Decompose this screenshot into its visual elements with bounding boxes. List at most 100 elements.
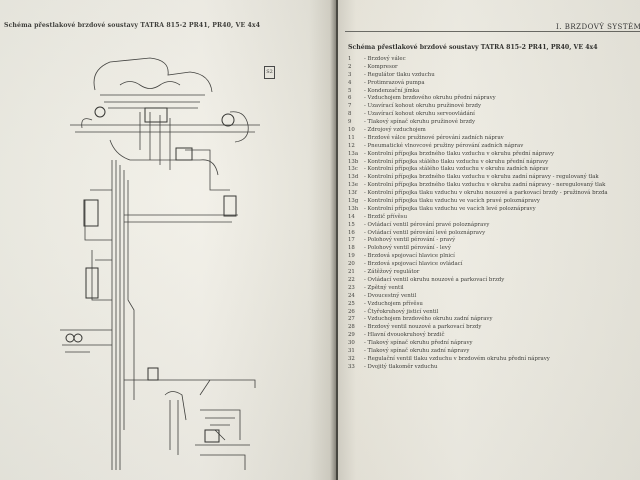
legend-item: 13b- Kontrolní přípojka stálého tlaku vz… — [348, 159, 608, 167]
legend-item-number: 5 — [348, 87, 352, 94]
valve-symbol — [223, 195, 237, 217]
legend-item: 13e - Kontrolní přípojka brzdného tlaku v… — [348, 182, 608, 190]
schematic-line — [119, 81, 181, 89]
schematic-line — [84, 189, 112, 241]
legend-item: 25- Vzduchojem přívěsu — [348, 301, 608, 309]
legend-item: 9- Tlakový spínač okruhu pružinové brzdy — [348, 119, 608, 127]
legend-item-text: - Čtyřokruhový jisticí ventil — [364, 308, 439, 315]
schematic-line — [200, 409, 241, 441]
legend-item: 7 - Uzavírací kohout okruhu pružinové brz… — [348, 103, 608, 111]
legend-item: 13f- Kontrolní přípojka tlaku vzduchu v … — [348, 190, 608, 198]
schematic-line — [70, 124, 260, 133]
legend-item-text: - Regulační ventil tlaku vzduchu v brzdo… — [364, 355, 550, 362]
valve-symbol — [144, 107, 168, 123]
legend-item-text: - Kontrolní přípojka tlaku vzduchu ve va… — [364, 198, 540, 205]
legend-item-number: 3 — [348, 71, 352, 78]
legend-item-number: 13d — [348, 174, 359, 181]
air-tank-symbol — [83, 199, 99, 227]
legend-item-number: 13e — [348, 182, 359, 189]
legend-item-text: - Zpětný ventil — [364, 284, 404, 291]
schematic-line — [139, 112, 171, 170]
legend-item-text: - Ovládací ventil pérování levé poloznáp… — [364, 229, 486, 236]
legend-item: 13c- Kontrolní přípojka stálého tlaku vz… — [348, 166, 608, 174]
legend-item: 12- Pneumatické vlnovcové pružiny pérová… — [348, 143, 608, 151]
legend-item-text: - Dvojitý tlakoměr vzduchu — [364, 363, 438, 370]
legend-item-number: 22 — [348, 276, 355, 283]
coupling-symbol — [73, 333, 83, 343]
valve-symbol — [204, 429, 220, 443]
legend-item-text: - Uzavírací kohout okruhu pružinové brzd… — [364, 103, 482, 110]
legend-item: 19 - Brzdová spojovací hlavice plnicí — [348, 253, 608, 261]
legend-item-text: - Vzduchojem brzdového okruhu přední náp… — [364, 95, 496, 102]
legend-item: 3- Regulátor tlaku vzduchu — [348, 72, 608, 80]
legend-item-text: - Brzdový válec — [364, 56, 406, 62]
legend-item-text: - Kompresor — [364, 63, 398, 70]
legend-item: 14 - Brzdič přívěsu — [348, 214, 608, 222]
schematic-line — [91, 250, 112, 301]
legend-item-number: 13a — [348, 150, 359, 157]
legend-item-number: 26 — [348, 308, 355, 315]
legend-item: 13h - Kontrolní přípojka tlaku vzduchu ve… — [348, 206, 608, 214]
legend-item: 17- Polohový ventil pérování - pravý — [348, 237, 608, 245]
legend-item-number: 13f — [348, 190, 357, 197]
legend-item-number: 21 — [348, 269, 355, 276]
legend-item: 30- Tlakový spínač okruhu přední nápravy — [348, 340, 608, 348]
legend-item-text: - Brzdová spojovací hlavice ovládací — [364, 261, 463, 268]
schematic-line — [185, 149, 230, 191]
section-rule — [345, 31, 640, 32]
legend-item-text: - Brzdové válce pružinové pérování zadní… — [364, 134, 504, 141]
legend-item-number: 14 — [348, 213, 355, 220]
legend-item-number: 31 — [348, 347, 355, 354]
right-page — [338, 0, 640, 480]
schematic-line — [111, 160, 125, 470]
legend-item-number: 9 — [348, 119, 352, 126]
legend-item-number: 8 — [348, 111, 352, 118]
legend-item-number: 13g — [348, 198, 359, 205]
schematic-line — [195, 444, 250, 470]
legend-item-number: 23 — [348, 284, 355, 291]
left-page-heading: Schéma přestlakové brzdové soustavy TATR… — [4, 22, 261, 29]
legend-item-text: - Brzdová spojovací hlavice plnicí — [364, 253, 455, 260]
brake-system-schematic — [60, 81, 260, 470]
legend-item-text: - Ovládací ventil pérování pravé polozná… — [364, 221, 490, 228]
legend-item: 23 - Zpětný ventil — [348, 285, 608, 293]
legend-item: 31- Tlakový spínač okruhu zadní nápravy — [348, 348, 608, 356]
legend-item-text: - Uzavírací kohout okruhu servoovládání — [364, 111, 475, 118]
legend-item-number: 19 — [348, 253, 355, 260]
legend-item-number: 25 — [348, 300, 355, 307]
legend-item-text: - Polohový ventil pérování - pravý — [364, 237, 456, 244]
legend-item-number: 30 — [348, 340, 355, 347]
legend-item: 13g - Kontrolní přípojka tlaku vzduchu ve… — [348, 198, 608, 206]
legend-item: 28- Brzdový ventil nouzové a parkovací b… — [348, 324, 608, 332]
gauge-symbol — [94, 106, 106, 118]
legend-item: 6- Vzduchojem brzdového okruhu přední ná… — [348, 95, 608, 103]
legend-item-text: - Ovládací ventil okruhu nouzové a parko… — [364, 276, 505, 283]
legend-item: 24- Dvoucestný ventil — [348, 293, 608, 301]
legend-item: 32 - Regulační ventil tlaku vzduchu v brz… — [348, 356, 608, 364]
legend-item-text: - Kontrolní přípojka brzdného tlaku vzdu… — [364, 182, 606, 189]
schematic-line — [60, 329, 112, 353]
legend-item-number: 24 — [348, 292, 355, 299]
legend-item-text: - Polohový ventil pérování - levý — [364, 245, 451, 252]
legend-item-number: 16 — [348, 229, 355, 236]
legend-item: 18- Polohový ventil pérování - levý — [348, 245, 608, 253]
coupling-symbol — [65, 333, 75, 343]
legend-item-number: 10 — [348, 127, 355, 134]
legend-item-number: 32 — [348, 355, 355, 362]
legend-item: 1 - Brzdový válec — [348, 56, 608, 64]
gauge-symbol — [221, 113, 235, 127]
page-marker: S2 — [264, 66, 275, 79]
legend-item: 10- Zdrojový vzduchojem — [348, 127, 608, 135]
legend-item: 20- Brzdová spojovací hlavice ovládací — [348, 261, 608, 269]
left-page: Schéma přestlakové brzdové soustavy TATR… — [0, 0, 336, 480]
legend-item: 2- Kompresor — [348, 64, 608, 72]
legend-item-number: 13h — [348, 205, 359, 212]
legend-item-number: 15 — [348, 221, 355, 228]
legend-item: 8 - Uzavírací kohout okruhu servoovládání — [348, 111, 608, 119]
legend-item-text: - Brzdič přívěsu — [364, 213, 408, 220]
legend-item-number: 1 — [348, 56, 352, 62]
legend-item-text: - Kontrolní přípojka tlaku vzduchu ve va… — [364, 205, 536, 212]
valve-symbol — [175, 147, 193, 161]
legend-item-number: 7 — [348, 103, 352, 110]
